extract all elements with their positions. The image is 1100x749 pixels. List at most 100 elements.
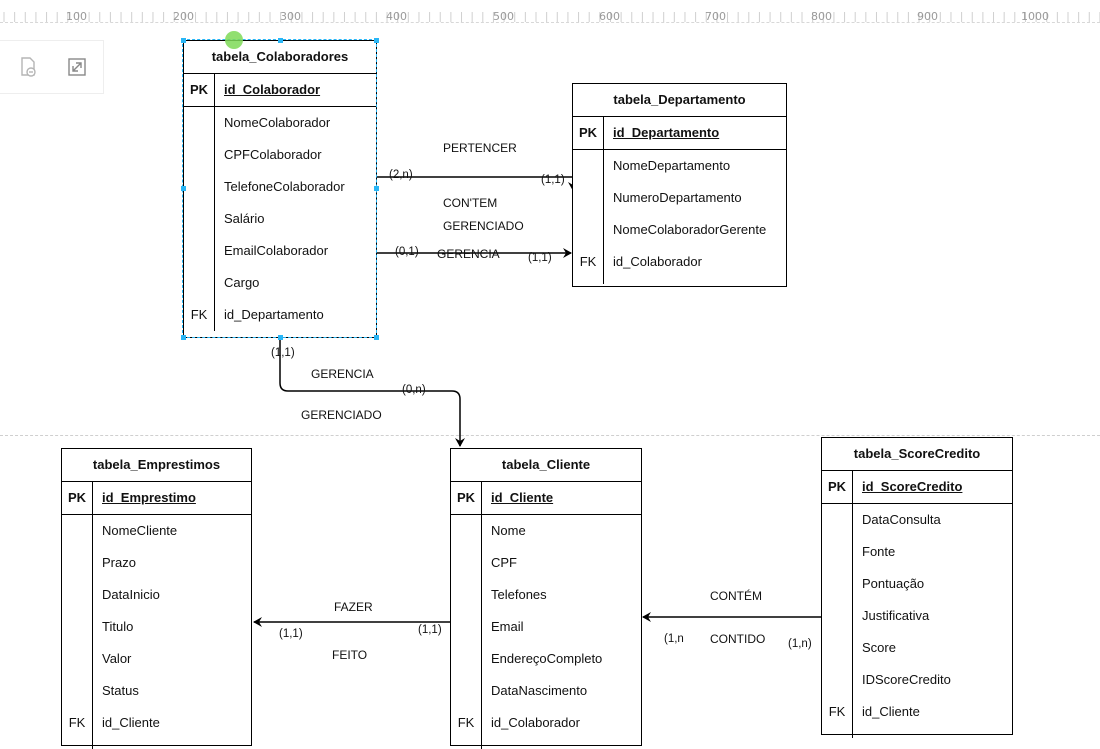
- field-row[interactable]: DataConsulta: [862, 512, 941, 527]
- pk-row[interactable]: PK id_Departamento: [573, 117, 786, 150]
- ruler-label: 700: [705, 10, 726, 23]
- resize-handle[interactable]: [278, 335, 283, 340]
- field-row[interactable]: Score: [862, 640, 896, 655]
- field-row[interactable]: CPF: [491, 555, 517, 570]
- page-delete-icon[interactable]: [16, 55, 40, 79]
- pk-label: PK: [189, 82, 209, 97]
- pk-field: id_Colaborador: [224, 82, 321, 97]
- field-row[interactable]: Telefones: [491, 587, 547, 602]
- field-row[interactable]: Nome: [491, 523, 526, 538]
- field-row[interactable]: EmailColaborador: [224, 243, 329, 258]
- field-row[interactable]: Pontuação: [862, 576, 925, 591]
- relation-label: GERENCIADO: [301, 408, 382, 422]
- resize-handle[interactable]: [181, 335, 186, 340]
- ruler-label: 1000: [1021, 10, 1049, 23]
- field-row[interactable]: Prazo: [102, 555, 136, 570]
- field-row[interactable]: Salário: [224, 211, 265, 226]
- table-title: tabela_Emprestimos: [62, 449, 251, 482]
- field-row[interactable]: Valor: [102, 651, 132, 666]
- table-emprestimos[interactable]: tabela_Emprestimos PK id_Emprestimo Nome…: [61, 448, 252, 749]
- pk-row[interactable]: PK id_Colaborador: [184, 74, 376, 107]
- relation-label: CON'TEM: [443, 196, 498, 210]
- ruler-label: 900: [917, 10, 938, 23]
- field-row[interactable]: Fonte: [862, 544, 896, 559]
- cardinality-label: (0,n): [402, 384, 426, 396]
- relation-label: GERENCIA: [437, 247, 500, 261]
- pk-row[interactable]: PK id_Cliente: [451, 482, 641, 515]
- table-scorecredito[interactable]: tabela_ScoreCredito PK id_ScoreCredito D…: [821, 437, 1013, 738]
- hover-dot[interactable]: [225, 31, 243, 49]
- pk-label: PK: [578, 125, 598, 140]
- resize-handle[interactable]: [374, 335, 379, 340]
- ruler-label: 600: [599, 10, 620, 23]
- page-break-line: [0, 435, 1100, 436]
- table-title: tabela_Colaboradores: [184, 41, 376, 74]
- field-row[interactable]: EndereçoCompleto: [491, 651, 603, 666]
- field-row[interactable]: CPFColaborador: [224, 147, 322, 162]
- ruler-label: 100: [66, 10, 87, 23]
- ruler-ticks: [3, 12, 1100, 22]
- cardinality-label: (1,1): [418, 624, 442, 636]
- cardinality-label: (1,1): [528, 252, 552, 264]
- ruler-label: 800: [811, 10, 832, 23]
- resize-icon[interactable]: [65, 55, 89, 79]
- relation-label: PERTENCER: [443, 141, 517, 155]
- field-row[interactable]: NomeCliente: [102, 523, 178, 538]
- ruler-label: 400: [386, 10, 407, 23]
- pk-field: id_Departamento: [613, 125, 720, 140]
- relation-label: GERENCIA: [311, 367, 374, 381]
- fk-label: FK: [68, 715, 86, 730]
- field-row[interactable]: IDScoreCredito: [862, 672, 951, 687]
- table-title: tabela_ScoreCredito: [822, 438, 1012, 471]
- pk-label: PK: [67, 490, 87, 505]
- field-row[interactable]: Titulo: [102, 619, 134, 634]
- selection-outline: [182, 39, 377, 338]
- field-row[interactable]: DataInicio: [102, 587, 160, 602]
- pk-label: PK: [827, 479, 847, 494]
- field-row[interactable]: NumeroDepartamento: [613, 190, 742, 205]
- fk-label: FK: [457, 715, 475, 730]
- resize-handle[interactable]: [278, 38, 283, 43]
- pk-row[interactable]: PK id_Emprestimo: [62, 482, 251, 515]
- cardinality-label: (1,1): [271, 347, 295, 359]
- resize-handle[interactable]: [181, 38, 186, 43]
- ruler: 100 200 300 400 500 600 700 800 900 1000: [0, 0, 1100, 23]
- field-row[interactable]: TelefoneColaborador: [224, 179, 345, 194]
- cardinality-label: (0,1): [395, 246, 419, 258]
- field-row[interactable]: Cargo: [224, 275, 260, 290]
- field-row[interactable]: DataNascimento: [491, 683, 588, 698]
- relation-label: CONTIDO: [710, 632, 766, 646]
- field-row[interactable]: Email: [491, 619, 524, 634]
- relation-label: FEITO: [332, 648, 368, 662]
- line-gerencia-cliente[interactable]: [279, 337, 465, 447]
- ruler-label: 500: [493, 10, 514, 23]
- fk-label: FK: [828, 704, 846, 719]
- field-row[interactable]: Status: [102, 683, 139, 698]
- field-row[interactable]: NomeColaborador: [224, 115, 331, 130]
- field-row[interactable]: Justificativa: [862, 608, 930, 623]
- field-row[interactable]: NomeDepartamento: [613, 158, 731, 173]
- cardinality-label: (2,n): [389, 169, 413, 181]
- pk-label: PK: [456, 490, 476, 505]
- pk-field: id_ScoreCredito: [862, 479, 963, 494]
- table-title: tabela_Cliente: [451, 449, 641, 482]
- pk-row[interactable]: PK id_ScoreCredito: [822, 471, 1012, 504]
- field-row[interactable]: NomeColaboradorGerente: [613, 222, 767, 237]
- table-title: tabela_Departamento: [573, 84, 786, 117]
- table-departamento[interactable]: tabela_Departamento PK id_Departamento N…: [572, 83, 787, 287]
- pk-field: id_Cliente: [491, 490, 554, 505]
- resize-handle[interactable]: [374, 186, 379, 191]
- table-colaboradores[interactable]: tabela_Colaboradores PK id_Colaborador N…: [183, 40, 377, 338]
- pk-field: id_Emprestimo: [102, 490, 196, 505]
- resize-handle[interactable]: [181, 186, 186, 191]
- cardinality-label: (1,n: [664, 633, 684, 645]
- fk-label: FK: [190, 307, 208, 322]
- resize-handle[interactable]: [374, 38, 379, 43]
- table-cliente[interactable]: tabela_Cliente PK id_Cliente Nome CPF Te…: [450, 448, 642, 749]
- cardinality-label: (1,1): [279, 628, 303, 640]
